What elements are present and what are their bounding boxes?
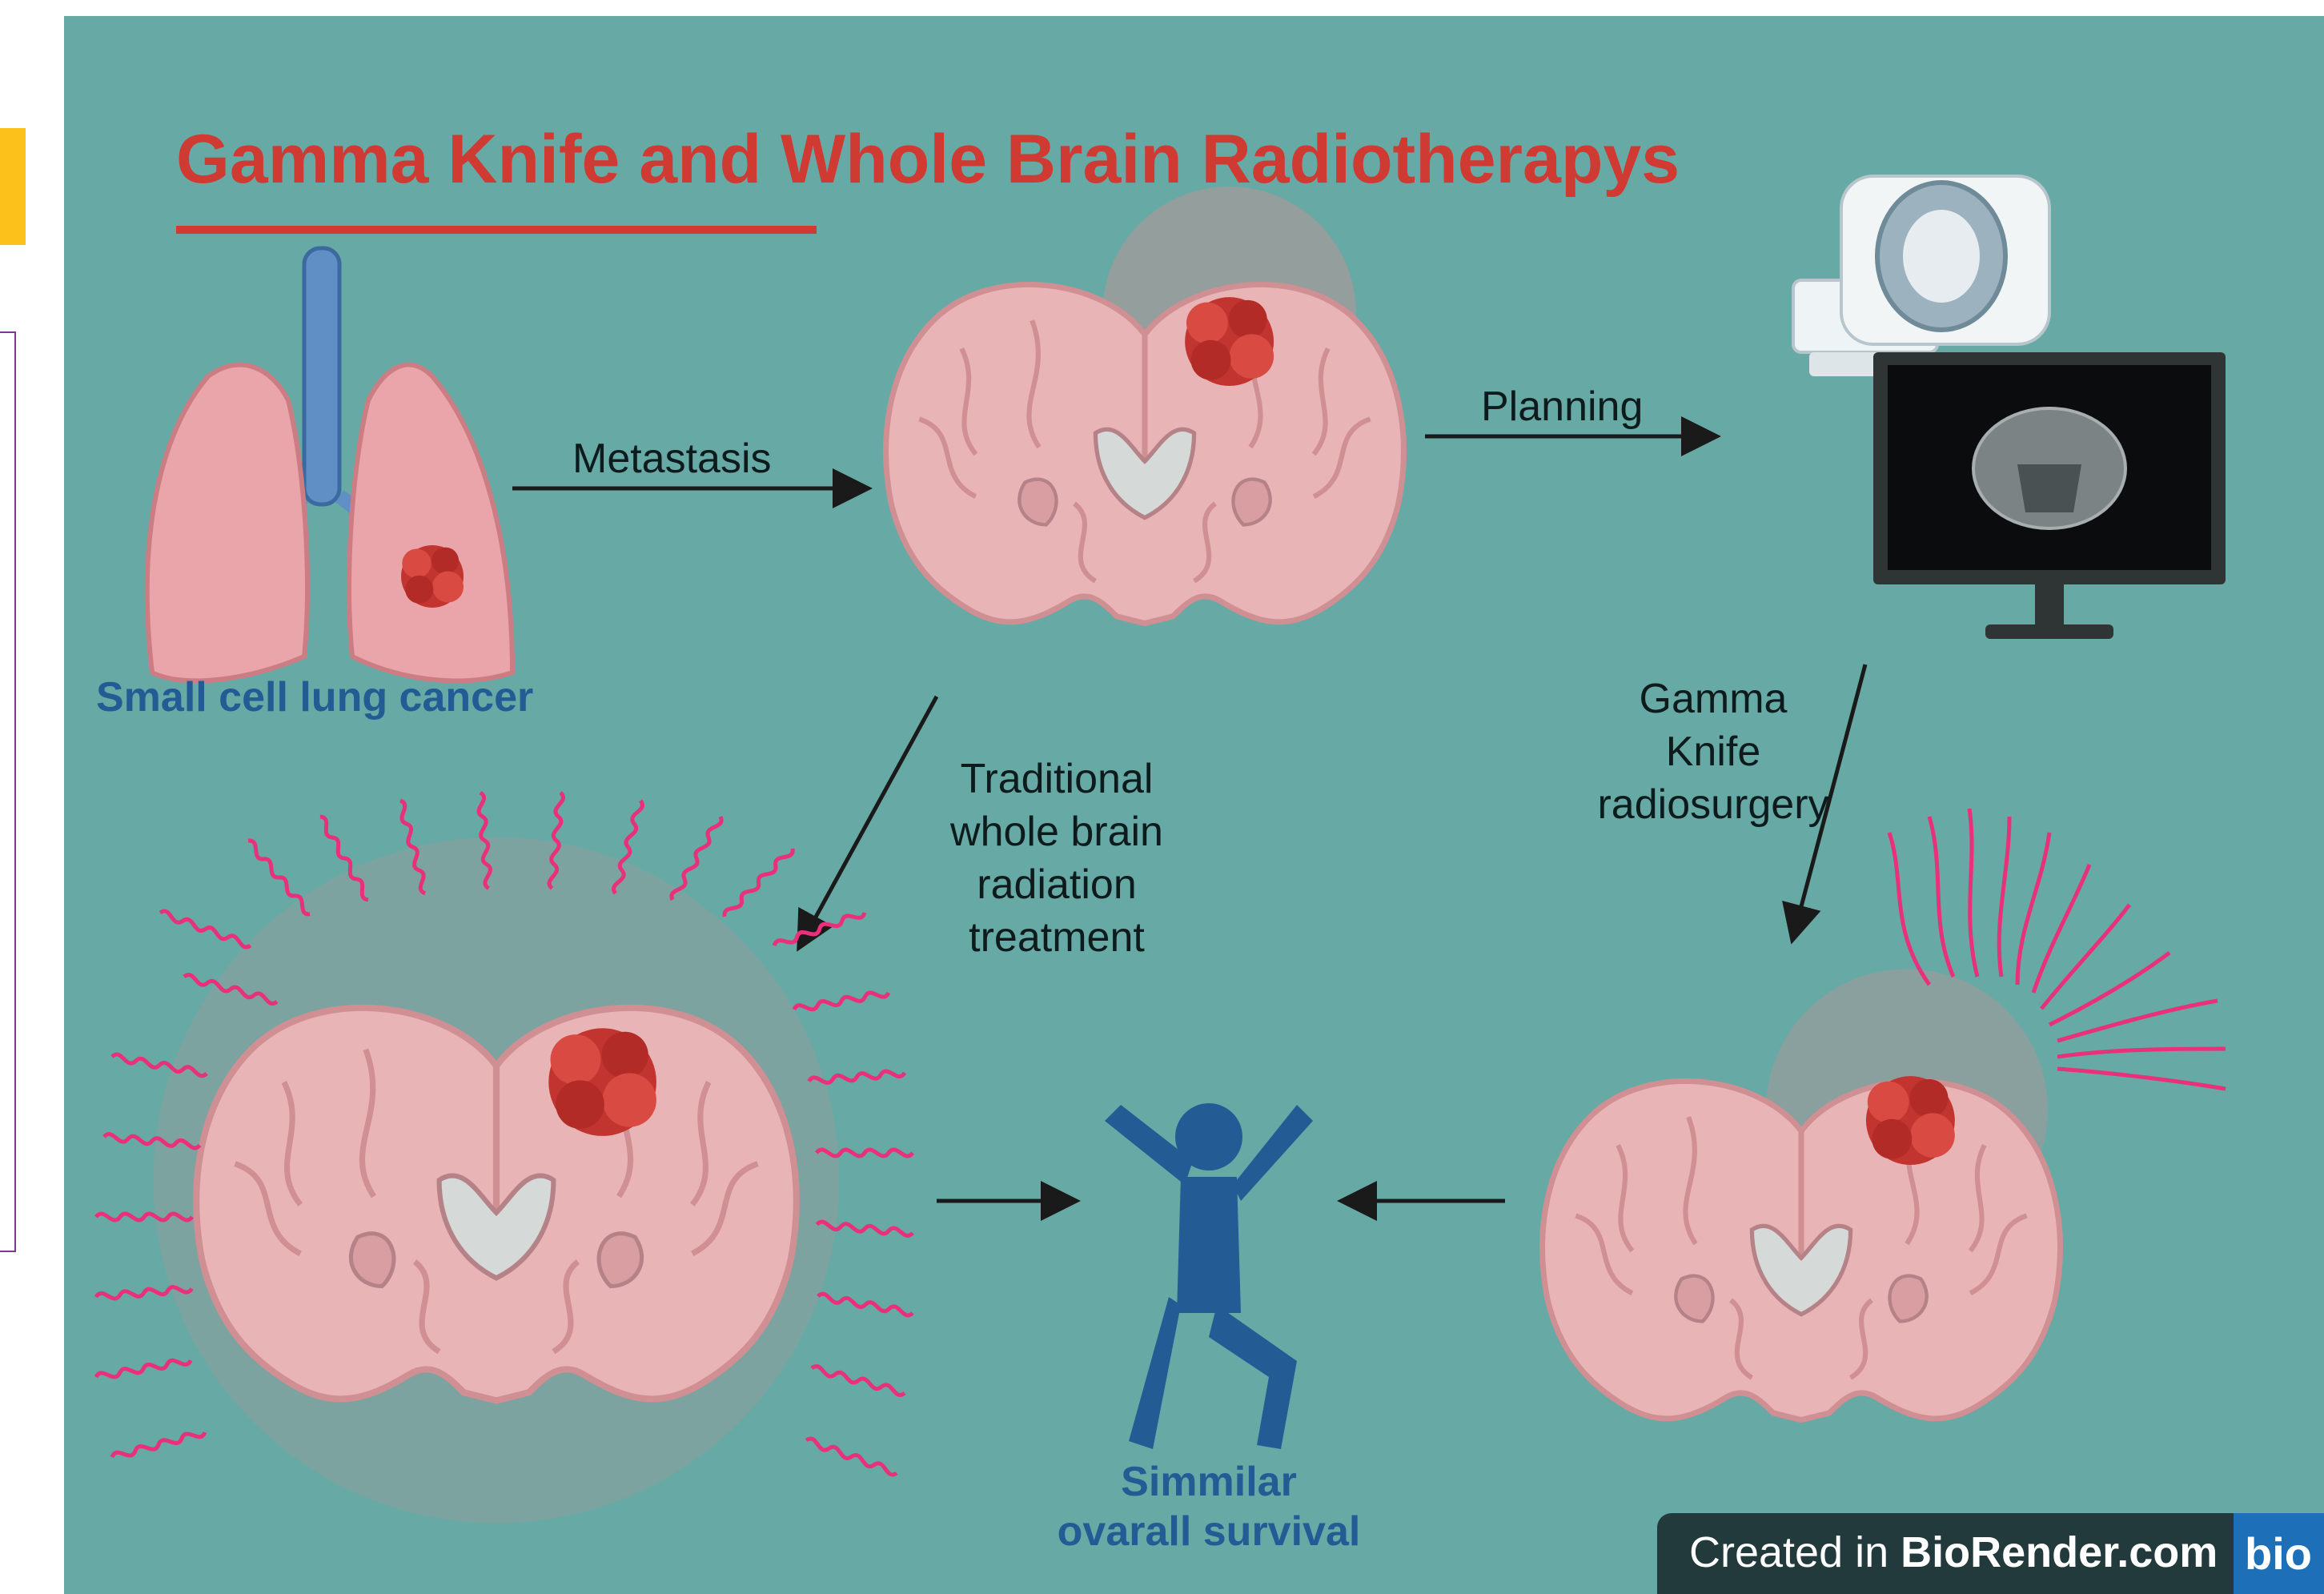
biorender-logo: bio — [2234, 1513, 2324, 1594]
wbrt-brain-icon — [154, 837, 840, 1524]
gamma-knife-label: Gamma Knife radiosurgery — [1513, 673, 1913, 831]
wbrt-label: Traditional whole brain radiation treatm… — [849, 753, 1265, 964]
side-panel — [0, 331, 16, 1252]
wbrt-line1: Traditional — [849, 753, 1265, 805]
lung-cancer-label: Small cell lung cancer — [96, 673, 533, 722]
gamma-knife-line1: Gamma — [1513, 673, 1913, 725]
biorender-credit[interactable]: Created in BioRender.com bio — [1657, 1513, 2324, 1594]
gamma-brain-icon — [1543, 969, 2061, 1419]
gamma-knife-line3: radiosurgery — [1513, 778, 1913, 831]
person-icon — [1105, 1103, 1313, 1449]
yellow-tab-marker — [0, 128, 26, 245]
wbrt-line2: whole brain — [849, 805, 1265, 858]
credit-text: Created in BioRender.com — [1689, 1528, 2218, 1577]
diagram-figure: Gamma Knife and Whole Brain Radiotherapy… — [64, 16, 2324, 1594]
credit-brand: BioRender.com — [1901, 1528, 2218, 1576]
diagram-title: Gamma Knife and Whole Brain Radiotherapy… — [176, 120, 1680, 199]
credit-prefix: Created in — [1689, 1528, 1901, 1576]
brain-icon — [886, 187, 1404, 624]
survival-line1: Simmilar — [993, 1457, 1425, 1507]
mri-scanner-icon — [1793, 176, 2049, 376]
lungs-icon — [147, 248, 512, 681]
metastasis-label: Metastasis — [572, 432, 772, 485]
lung-tumor-icon — [401, 545, 464, 608]
title-underline — [176, 226, 817, 234]
survival-line2: ovarall survival — [993, 1507, 1425, 1556]
biorender-logo-text: bio — [2245, 1528, 2312, 1580]
gamma-knife-line2: Knife — [1513, 725, 1913, 778]
planning-label: Planning — [1481, 380, 1643, 433]
monitor-icon — [1873, 352, 2226, 639]
wbrt-line3: radiation — [849, 858, 1265, 911]
survival-label: Simmilar ovarall survival — [993, 1457, 1425, 1556]
wbrt-line4: treatment — [849, 911, 1265, 964]
